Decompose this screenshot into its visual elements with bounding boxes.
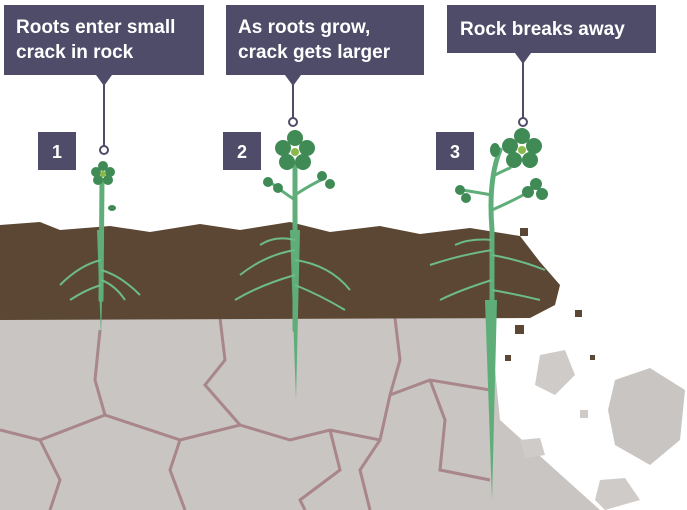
svg-text:1: 1 xyxy=(52,142,62,162)
plant-3 xyxy=(429,128,548,500)
rock-layer xyxy=(0,318,600,510)
label-step-2: As roots grow, crack gets larger xyxy=(226,5,424,127)
label-text: Roots enter small xyxy=(16,17,175,38)
label-step-3: Rock breaks away xyxy=(447,5,656,127)
label-text: crack in rock xyxy=(16,42,134,63)
step-number-3: 3 xyxy=(436,132,474,170)
label-text: crack gets larger xyxy=(238,42,391,63)
svg-text:3: 3 xyxy=(450,142,460,162)
label-step-1: Roots enter small crack in rock xyxy=(4,5,204,155)
plant-1 xyxy=(59,161,141,338)
step-number-1: 1 xyxy=(38,132,76,170)
label-text: Rock breaks away xyxy=(460,19,625,40)
label-text: As roots grow, xyxy=(238,17,370,38)
rock-cracks xyxy=(0,317,491,510)
plant-2 xyxy=(234,130,351,400)
svg-text:2: 2 xyxy=(237,142,247,162)
falling-rock-fragments xyxy=(505,228,685,510)
step-number-2: 2 xyxy=(223,132,261,170)
soil-layer xyxy=(0,222,560,320)
